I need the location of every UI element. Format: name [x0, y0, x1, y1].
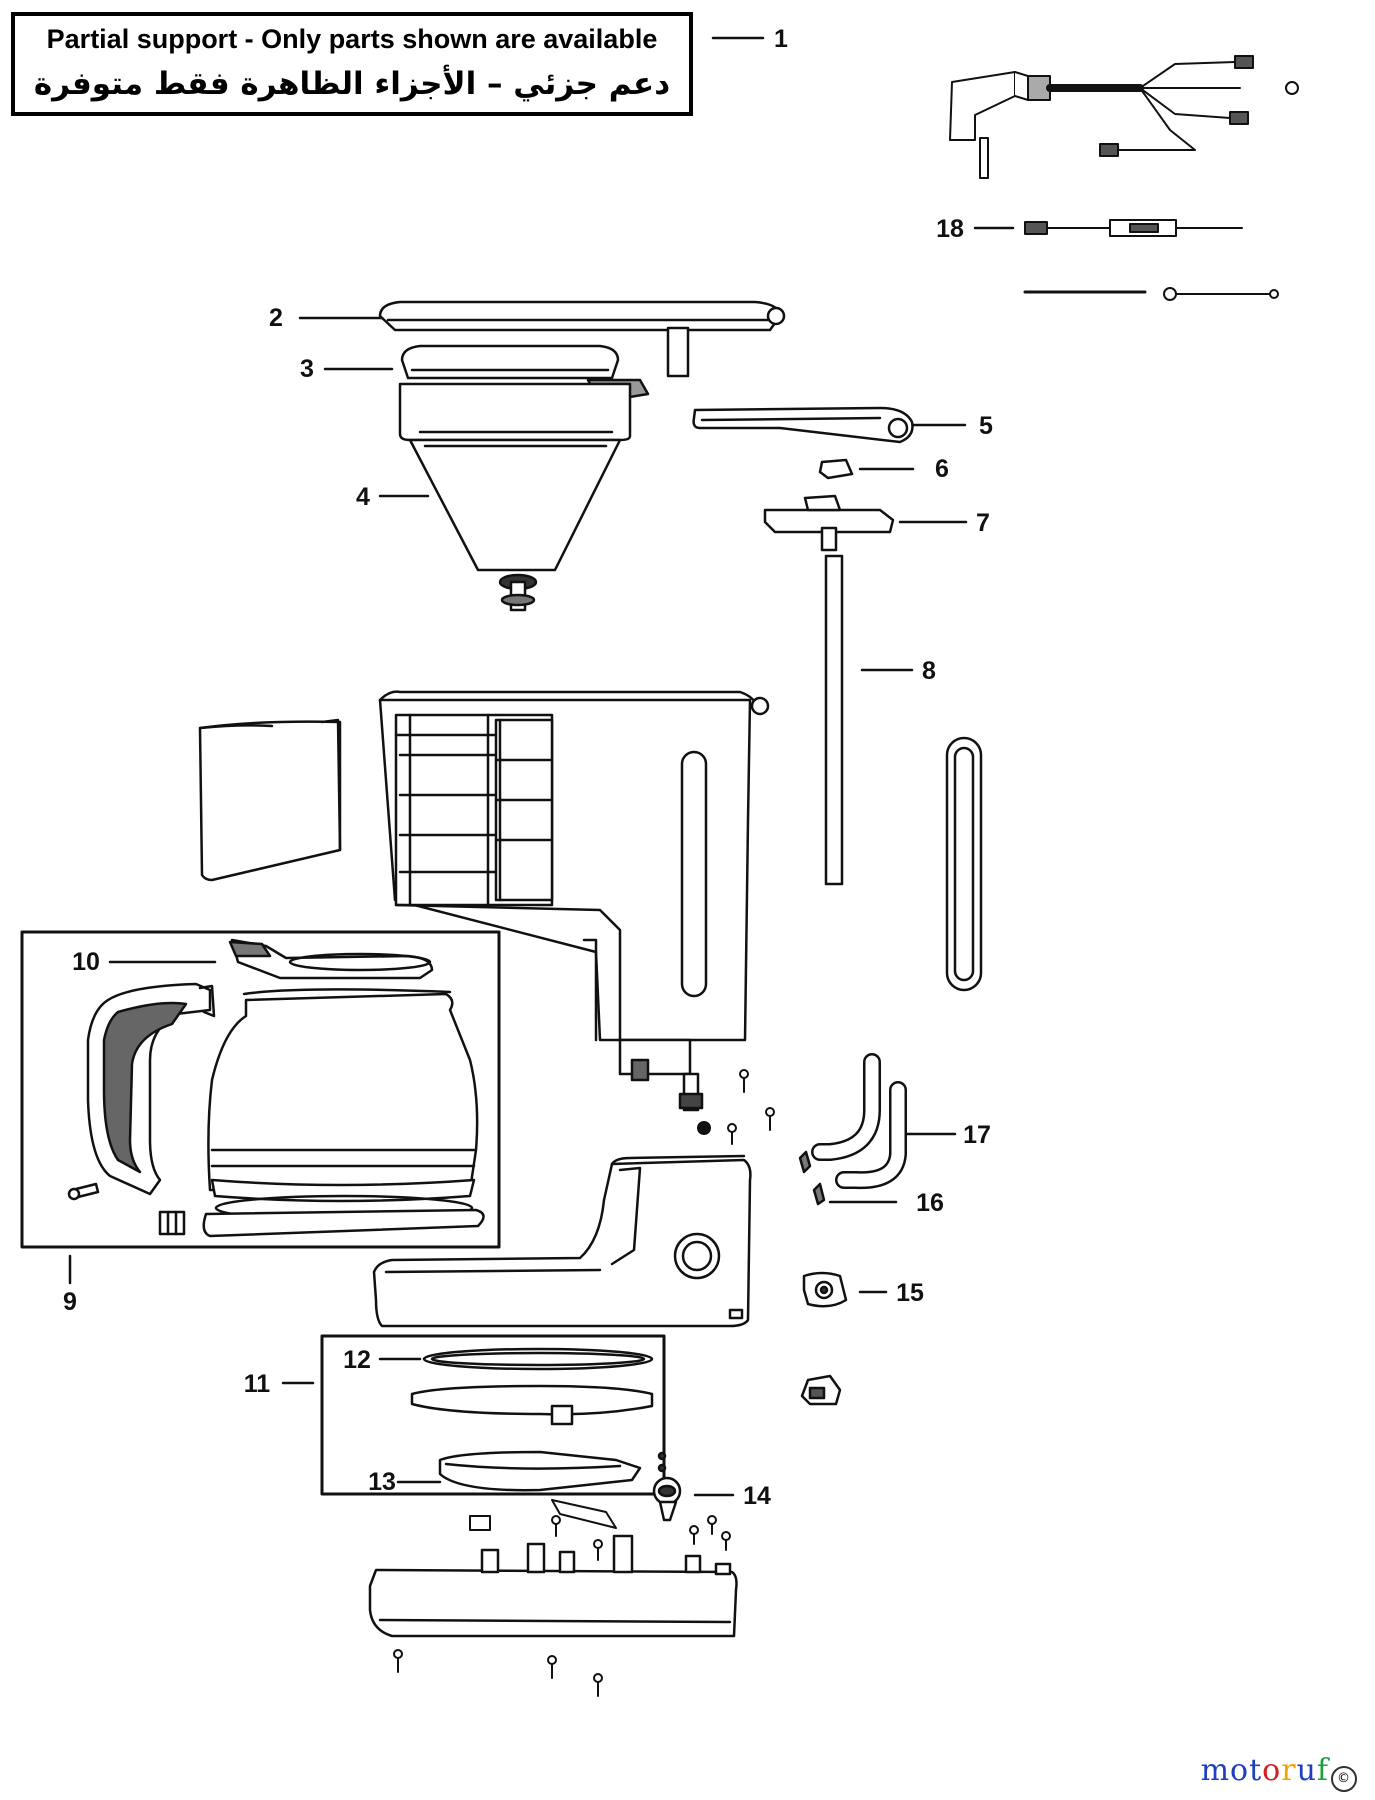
callout-17: 17	[963, 1121, 991, 1149]
motoruf-watermark: motoruf©	[1201, 1753, 1357, 1792]
watermark-badge-icon: ©	[1331, 1766, 1357, 1792]
watermark-letter: f	[1316, 1753, 1329, 1788]
heating-element-part	[438, 1450, 642, 1492]
callout-2: 2	[269, 304, 283, 332]
watermark-letter: m	[1200, 1753, 1231, 1788]
water-tube-part	[824, 554, 844, 886]
callout-12: 12	[343, 1346, 371, 1374]
power-switch-part	[802, 1271, 848, 1308]
notice-arabic-text: دعم جزئي – الأجزاء الظاهرة فقط متوفرة	[33, 66, 671, 102]
callout-8: 8	[922, 657, 936, 685]
filter-funnel-part	[398, 382, 632, 612]
callout-4: 4	[356, 483, 370, 511]
silicone-hose-part	[811, 1053, 907, 1190]
warming-plate-part	[410, 1384, 654, 1426]
callout-18: 18	[936, 215, 964, 243]
carafe-clip-part	[158, 1210, 186, 1236]
shower-head-arm-part	[692, 406, 914, 444]
callout-9: 9	[63, 1288, 77, 1316]
watermark-letter: o	[1262, 1753, 1282, 1788]
bottom-cover-part	[368, 1534, 738, 1638]
watermark-letter: r	[1281, 1753, 1297, 1788]
carafe-group-box	[20, 930, 501, 1249]
filter-paper-part	[198, 718, 342, 882]
carafe-lid-part	[228, 938, 434, 980]
callout-15: 15	[896, 1279, 924, 1307]
top-lid-part	[378, 300, 786, 378]
callout-10: 10	[72, 948, 100, 976]
warming-plate-ring-part	[422, 1347, 654, 1371]
power-cord-part	[949, 55, 1299, 179]
thermostat-part	[652, 1451, 682, 1522]
watermark-letter: t	[1249, 1753, 1263, 1788]
carafe-part	[207, 988, 479, 1222]
callout-labels: 1 2 3 4 5 6 7 8 9 10 11 12 13 14 15 16 1…	[63, 25, 993, 1510]
valve-part	[818, 458, 854, 480]
reservoir-gasket-part	[945, 736, 983, 992]
main-housing-part	[378, 690, 770, 1112]
availability-notice-box: Partial support - Only parts shown are a…	[11, 12, 693, 116]
callout-3: 3	[300, 355, 314, 383]
watermark-letter: o	[1230, 1753, 1250, 1788]
outlet-tube-housing-part	[763, 494, 895, 552]
callout-16: 16	[916, 1189, 944, 1217]
callout-1: 1	[774, 25, 788, 53]
carafe-screw-part	[67, 1182, 100, 1201]
terminal-connector-part	[800, 1374, 842, 1406]
callout-11: 11	[244, 1370, 271, 1398]
hose-clip-part	[798, 1150, 826, 1206]
screw-part	[393, 1069, 775, 1697]
warming-plate-group-box	[320, 1334, 666, 1496]
callout-6: 6	[935, 455, 949, 483]
carafe-base-ring-part	[202, 1208, 485, 1238]
base-housing-part	[372, 1154, 752, 1328]
watermark-letter: u	[1296, 1753, 1317, 1788]
callout-7: 7	[976, 509, 990, 537]
callout-14: 14	[743, 1482, 771, 1510]
callout-5: 5	[979, 412, 993, 440]
callout-13: 13	[368, 1468, 396, 1496]
watermark-text: motoruf	[1201, 1753, 1329, 1788]
carafe-handle-part	[86, 982, 216, 1196]
thermal-fuse-part	[1023, 219, 1279, 301]
notice-english-text: Partial support - Only parts shown are a…	[46, 24, 658, 54]
